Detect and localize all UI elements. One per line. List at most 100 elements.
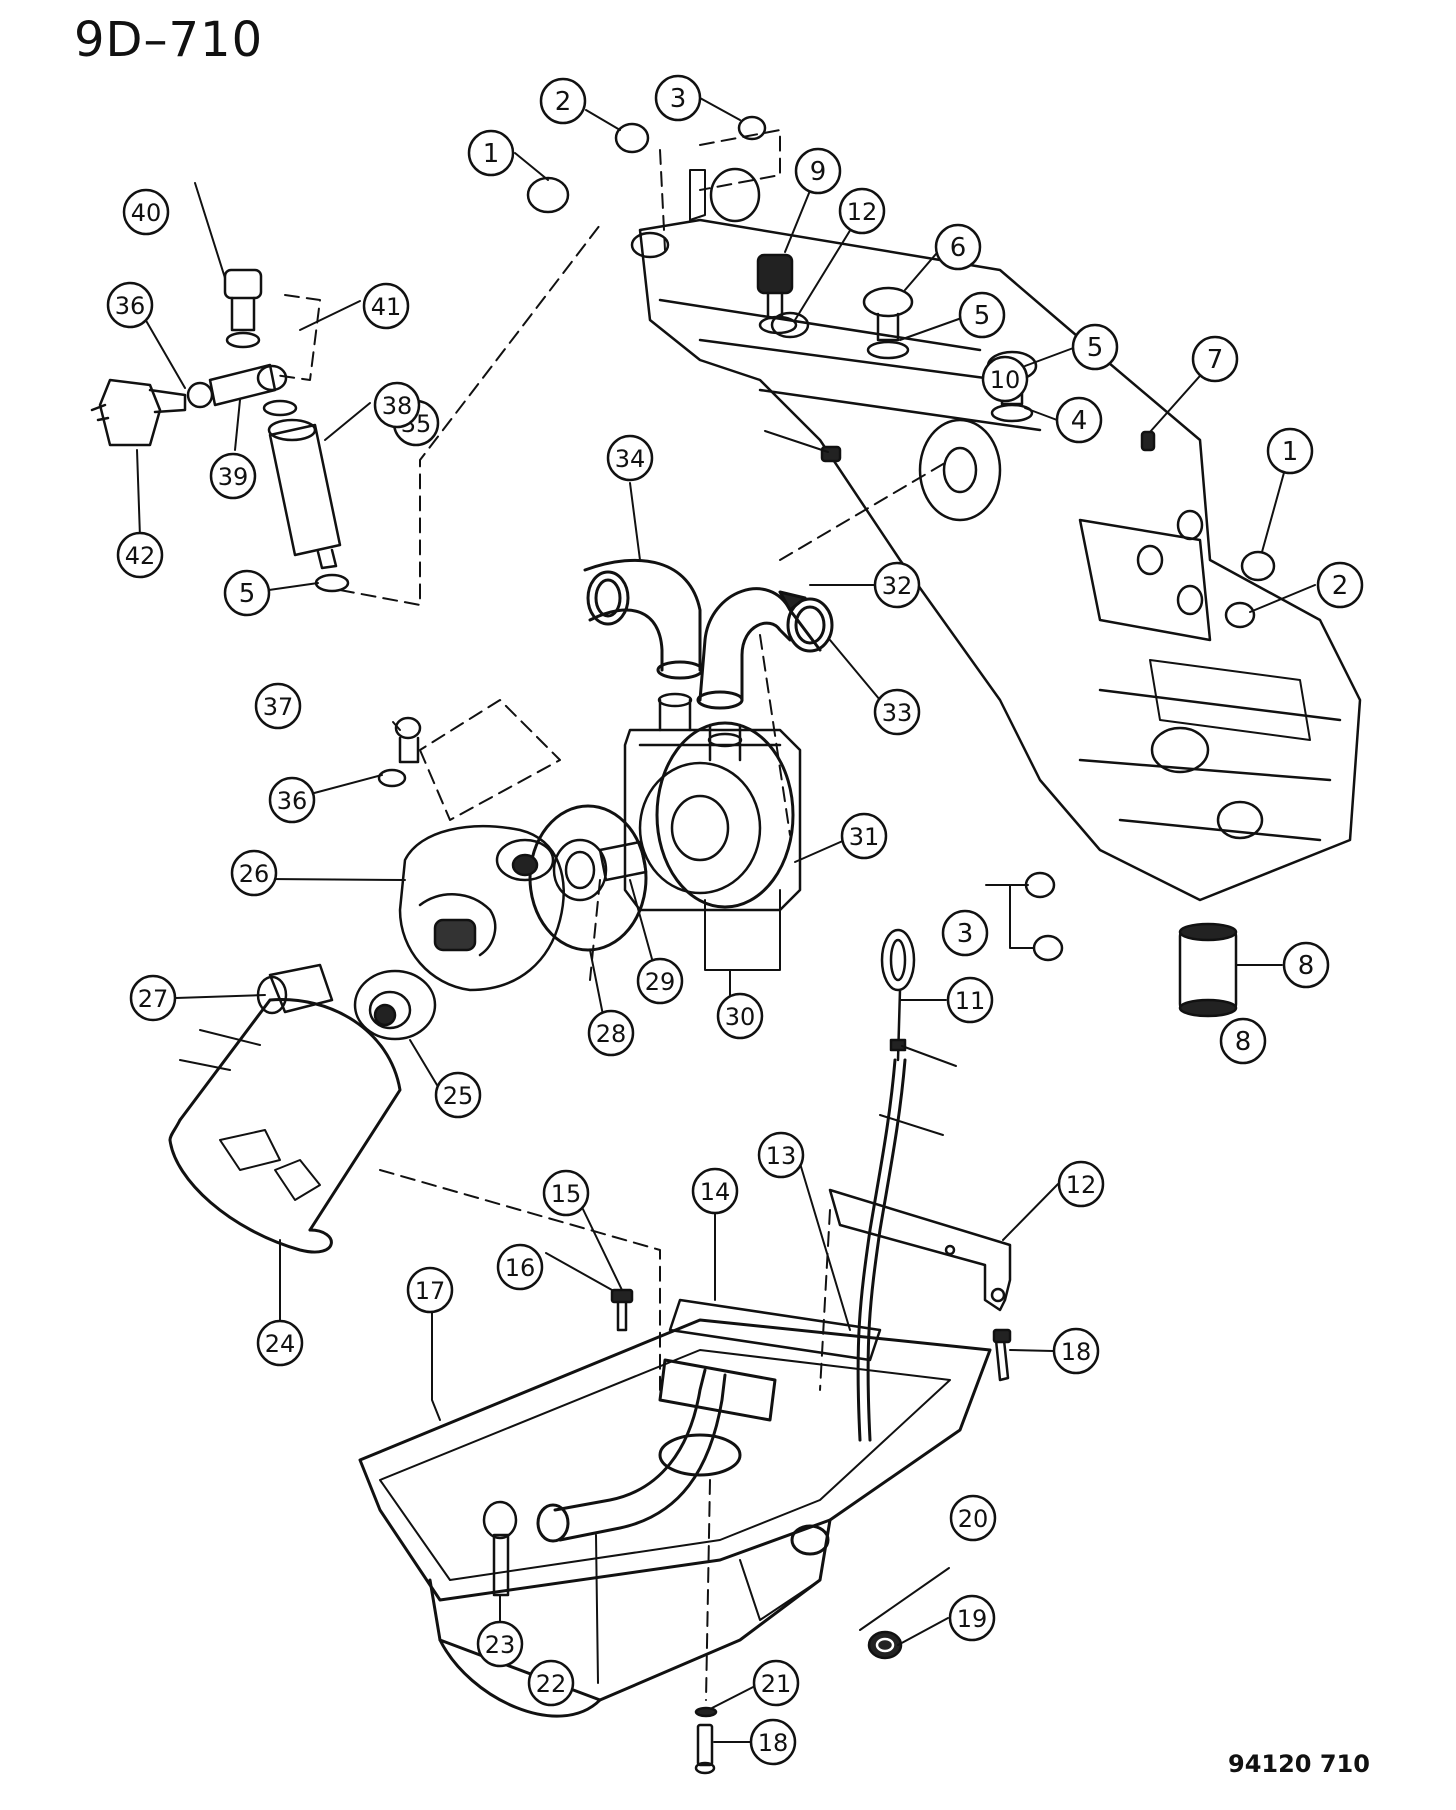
callout-label: 1 xyxy=(483,139,500,169)
callout-label: 2 xyxy=(1332,571,1349,601)
callout-circle xyxy=(1316,561,1364,609)
reference-code: 94120 710 xyxy=(1228,1750,1370,1778)
callout-label: 18 xyxy=(758,1729,789,1757)
callout-label: 5 xyxy=(974,301,991,331)
callout-19: 19 xyxy=(948,1594,996,1642)
callout-circle xyxy=(946,976,994,1024)
callout-label: 32 xyxy=(882,572,913,600)
callout-label: 12 xyxy=(847,198,878,226)
callout-40: 40 xyxy=(122,188,170,236)
oil-filter-24 xyxy=(168,998,402,1254)
callout-17: 17 xyxy=(406,1266,454,1314)
callout-label: 26 xyxy=(239,860,270,888)
callout-label: 16 xyxy=(505,1254,536,1282)
callout-label: 20 xyxy=(958,1505,989,1533)
callout-label: 37 xyxy=(263,693,294,721)
callout-21: 21 xyxy=(752,1659,800,1707)
filter-adapter-26 xyxy=(398,825,565,992)
washer-21 xyxy=(694,1706,718,1718)
callout-circle xyxy=(1052,1327,1100,1375)
callout-25: 25 xyxy=(434,1071,482,1119)
callout-9: 9 xyxy=(794,147,842,195)
bolt-18-right xyxy=(992,1328,1012,1382)
callout-label: 11 xyxy=(955,987,986,1015)
callout-8: 8 xyxy=(1282,941,1330,989)
hose-34 xyxy=(583,558,704,680)
callout-label: 2 xyxy=(555,87,572,117)
hose-33 xyxy=(696,587,834,710)
callout-6: 6 xyxy=(934,223,982,271)
plug-2-top xyxy=(614,122,650,154)
callout-label: 7 xyxy=(1207,345,1224,375)
gasket-28 xyxy=(528,804,648,952)
callout-36: 36 xyxy=(106,281,154,329)
callout-label: 5 xyxy=(239,579,256,609)
callout-39: 39 xyxy=(209,452,257,500)
bolt-16 xyxy=(610,1288,634,1332)
callout-label: 18 xyxy=(1061,1338,1092,1366)
callout-circle xyxy=(542,1169,590,1217)
callout-23: 23 xyxy=(476,1620,524,1668)
callout-26: 26 xyxy=(230,849,278,897)
callout-circle xyxy=(209,452,257,500)
pressure-switch-assembly xyxy=(90,268,298,447)
callout-label: 36 xyxy=(277,787,308,815)
callout-circle xyxy=(958,291,1006,339)
callout-41: 41 xyxy=(362,282,410,330)
callout-circle xyxy=(757,1131,805,1179)
callout-circle xyxy=(467,129,515,177)
callout-circle xyxy=(373,381,421,429)
pin-35 xyxy=(820,445,842,463)
callout-28: 28 xyxy=(587,1009,635,1057)
callout-label: 3 xyxy=(957,919,974,949)
callout-12: 12 xyxy=(1057,1160,1105,1208)
callout-label: 38 xyxy=(382,392,413,420)
callout-label: 25 xyxy=(443,1082,474,1110)
callout-11: 11 xyxy=(946,976,994,1024)
gasket-31 xyxy=(655,721,795,909)
callout-10: 10 xyxy=(981,355,1029,403)
callout-circle xyxy=(476,1620,524,1668)
callout-circle xyxy=(1057,1160,1105,1208)
callout-label: 24 xyxy=(265,1330,296,1358)
callout-32: 32 xyxy=(873,561,921,609)
callout-38: 38 xyxy=(373,381,421,429)
callout-circle xyxy=(122,188,170,236)
callout-circle xyxy=(539,77,587,125)
callout-circle xyxy=(1055,396,1103,444)
callout-circle xyxy=(434,1071,482,1119)
pin-7 xyxy=(1140,430,1156,452)
callout-37: 37 xyxy=(254,682,302,730)
callout-8: 8 xyxy=(1219,1017,1267,1065)
callout-label: 15 xyxy=(551,1180,582,1208)
callout-7: 7 xyxy=(1191,335,1239,383)
callout-5: 5 xyxy=(223,569,271,617)
callout-label: 21 xyxy=(761,1670,792,1698)
callout-circle xyxy=(527,1659,575,1707)
callout-label: 1 xyxy=(1282,437,1299,467)
callout-29: 29 xyxy=(636,957,684,1005)
page-code: 9D–710 xyxy=(74,12,264,68)
callout-13: 13 xyxy=(757,1131,805,1179)
callout-label: 5 xyxy=(1087,333,1104,363)
fitting-25 xyxy=(353,969,437,1041)
plug-1-right xyxy=(1240,550,1276,582)
callout-circle xyxy=(406,1266,454,1314)
plug-2-lower-b xyxy=(1032,934,1064,962)
callout-circle xyxy=(948,1594,996,1642)
callout-36: 36 xyxy=(268,776,316,824)
callout-circle xyxy=(362,282,410,330)
callout-circle xyxy=(838,187,886,235)
plug-1-top xyxy=(526,176,570,214)
callout-circle xyxy=(496,1243,544,1291)
engine-block xyxy=(630,218,1362,902)
callout-circle xyxy=(1219,1017,1267,1065)
callout-label: 8 xyxy=(1298,951,1315,981)
callout-circle xyxy=(606,434,654,482)
callout-circle xyxy=(654,74,702,122)
callout-label: 9 xyxy=(810,157,827,187)
callout-label: 27 xyxy=(138,985,169,1013)
cap-plug xyxy=(709,167,761,223)
callout-5: 5 xyxy=(958,291,1006,339)
